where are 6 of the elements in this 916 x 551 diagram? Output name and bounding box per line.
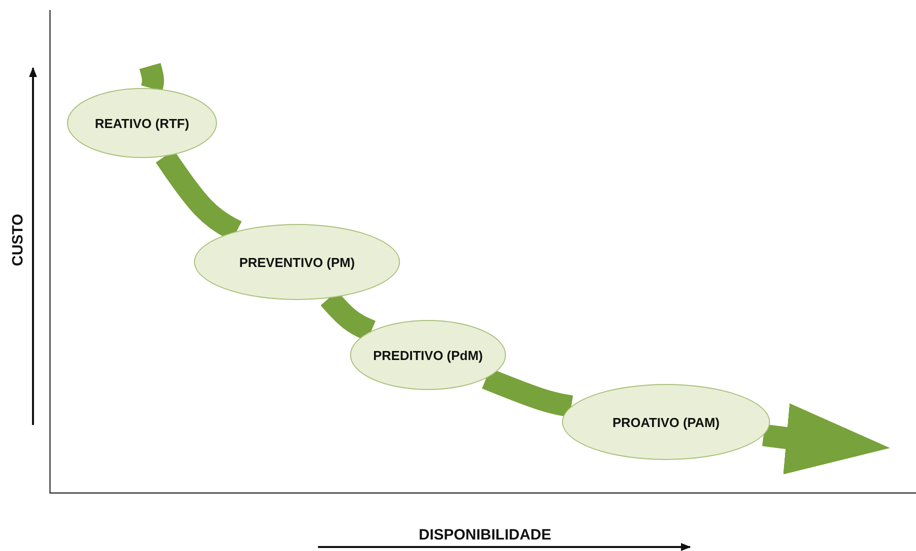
axis-title: CUSTO bbox=[10, 214, 26, 266]
axis-title: DISPONIBILIDADE bbox=[418, 526, 552, 544]
stage-label: REATIVO (RTF) bbox=[94, 116, 190, 130]
stage-label: PREVENTIVO (PM) bbox=[239, 254, 355, 270]
stage-label: PROATIVO (PAM) bbox=[612, 414, 720, 430]
stage-label: PREDITIVO (PdM) bbox=[373, 348, 483, 362]
